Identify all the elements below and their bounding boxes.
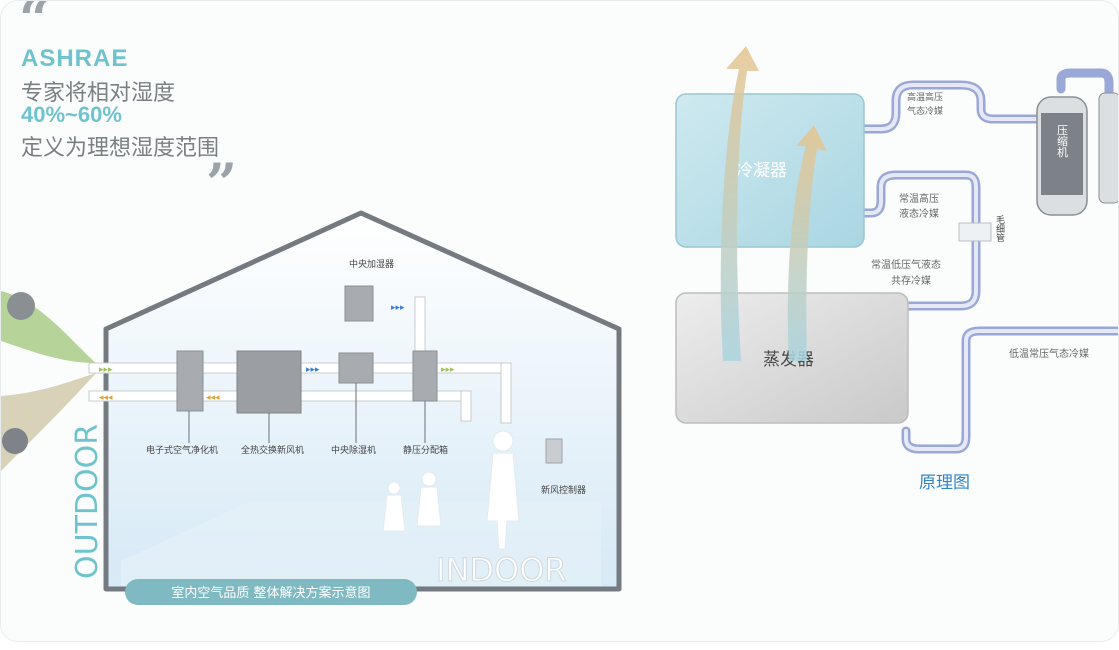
close-quote-mark: ”: [206, 151, 238, 215]
pipe-top-label-2: 气态冷媒: [907, 105, 943, 117]
condenser-label: 冷凝器: [736, 161, 787, 181]
outdoor-label: OUTDOOR: [70, 424, 105, 579]
erv-unit: [236, 350, 302, 414]
compressor-label-plate: [1041, 113, 1083, 195]
quote-line-1: 专家将相对湿度: [21, 81, 176, 106]
pipe-low-label-2: 共存冷媒: [891, 274, 931, 287]
pipe-mid-label-2: 液态冷媒: [899, 207, 939, 220]
dehumidifier-unit: [338, 352, 374, 384]
exhaust-air-arrows: ◂◂◂: [99, 392, 113, 402]
open-quote-mark: “: [19, 0, 51, 51]
pipe-low-label-1: 常温低压气液态: [871, 258, 941, 271]
distributor-label: 静压分配箱: [403, 444, 448, 456]
supply-air-arrows: ▸▸▸: [306, 364, 320, 374]
central-humidifier-unit: [344, 285, 374, 322]
humidity-range: 40%~60%: [21, 102, 122, 127]
principle-title: 原理图: [919, 473, 970, 493]
indoor-label: INDOOR: [436, 551, 567, 589]
outdoor-bird-icon: [7, 292, 35, 320]
outdoor-pollutant-icon: [2, 428, 28, 454]
return-drop-duct: [460, 390, 472, 422]
controller-unit: [545, 438, 563, 464]
purifier-label: 电子式空气净化机: [146, 444, 218, 456]
distributed-air-arrows: ▸▸▸: [441, 364, 455, 374]
pipe-right-label: 低温常压气态冷媒: [1009, 347, 1089, 360]
air-purifier-unit: [176, 350, 204, 412]
humidifier-label: 中央加湿器: [349, 258, 394, 270]
fresh-air-arrows: ▸▸▸: [99, 364, 113, 374]
capillary-label: 毛细管: [994, 214, 1005, 242]
humidified-air-arrows: ▸▸▸: [391, 302, 405, 312]
accumulator-body: [1098, 92, 1118, 204]
family-silhouette-icon: [382, 430, 520, 550]
dehumidifier-label: 中央除湿机: [331, 444, 376, 456]
controller-label: 新风控制器: [541, 484, 586, 496]
erv-label: 全热交换新风机: [241, 444, 304, 456]
compressor-label: 压缩机: [1056, 124, 1069, 157]
pipe-top-label-1: 高温高压: [907, 91, 943, 103]
ashrae-label: ASHRAE: [21, 45, 129, 72]
supply-drop-duct: [500, 362, 512, 424]
heat-flow-arrow-1: [720, 46, 759, 361]
indoor-floor: [121, 501, 601, 586]
heat-flow-arrow-2: [787, 125, 827, 361]
quote-line-2: 定义为理想湿度范围: [21, 136, 220, 161]
capillary-tube: [958, 222, 992, 242]
house-caption: 室内空气品质 整体解决方案示意图: [171, 585, 370, 601]
pipe-mid-label-1: 常温高压: [899, 192, 939, 205]
return-air-arrows: ◂◂◂: [206, 392, 220, 402]
distribution-box-unit: [412, 350, 438, 402]
caption-pill: [125, 579, 417, 605]
